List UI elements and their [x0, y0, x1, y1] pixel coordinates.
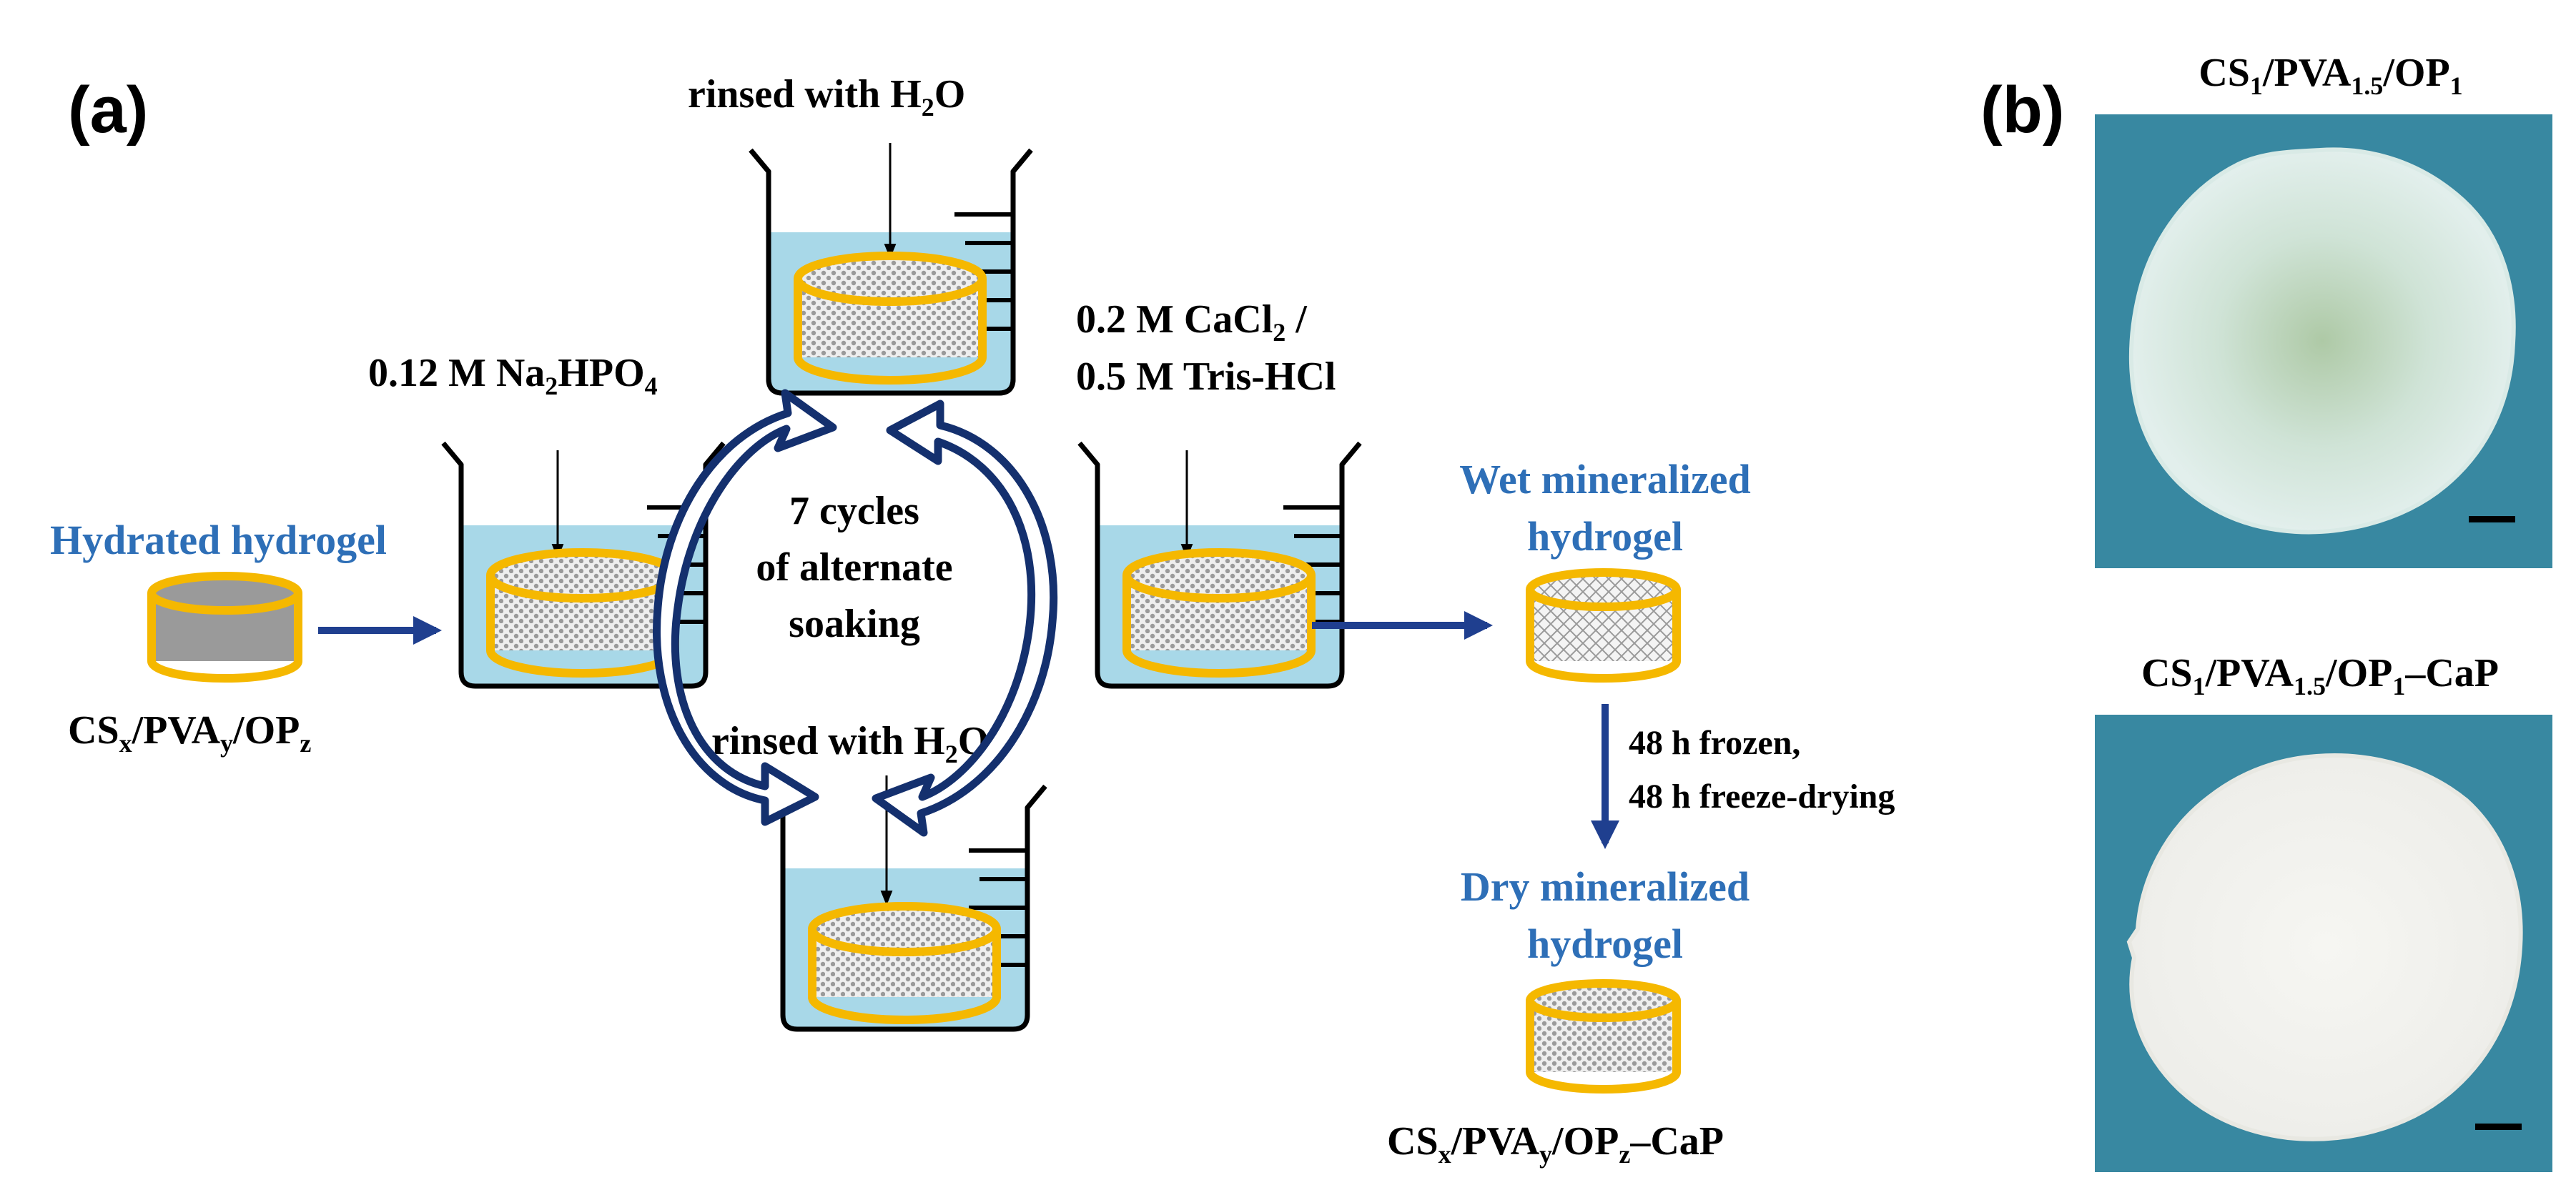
panel-a-label: (a)	[68, 74, 148, 147]
wet-label-2: hydrogel	[1527, 513, 1683, 560]
photo-bottom-title: CS1/PVA1.5/OP1–CaP	[2141, 651, 2499, 700]
sample-dotted	[794, 252, 987, 385]
start-formula: CSx/PVAy/OPz	[68, 708, 311, 758]
drying-label-2: 48 h freeze-drying	[1629, 778, 1895, 815]
panel-b-label: (b)	[1980, 74, 2064, 147]
sample-gray	[147, 572, 302, 683]
beaker-bottom	[763, 775, 1047, 1032]
photo-bottom	[2095, 715, 2552, 1172]
beaker-right	[1077, 441, 1362, 689]
hydrated-hydrogel-label: Hydrated hydrogel	[50, 517, 387, 563]
sample-dotted	[808, 902, 1001, 1024]
cycle-arrow-left	[653, 389, 837, 826]
hydrogel-disc-bottom	[2126, 753, 2523, 1141]
sample-dotted	[1122, 548, 1316, 678]
drying-label-1: 48 h frozen,	[1629, 724, 1800, 762]
calcium-label-line1: 0.2 M CaCl2 /	[1076, 297, 1308, 347]
cycles-label-3: soaking	[789, 602, 920, 646]
wet-label-1: Wet mineralized	[1459, 456, 1751, 502]
scale-bar-bottom	[2475, 1124, 2522, 1130]
cycle-arrow-right	[872, 400, 1058, 837]
sample-dotted-dry	[1526, 979, 1681, 1094]
beaker-top	[749, 143, 1033, 396]
photo-top-title: CS1/PVA1.5/OP1	[2199, 51, 2462, 100]
cycles-label-1: 7 cycles	[789, 489, 919, 533]
phosphate-label: 0.12 M Na2HPO4	[368, 351, 658, 400]
photo-top	[2095, 114, 2552, 568]
hydrogel-disc-top	[2128, 147, 2516, 535]
dry-label-1: Dry mineralized	[1461, 863, 1750, 910]
top-rinse-label: rinsed with H2O	[688, 72, 965, 122]
calcium-label-line2: 0.5 M Tris-HCl	[1076, 354, 1336, 399]
beaker-left	[441, 441, 726, 689]
dry-label-2: hydrogel	[1527, 921, 1683, 967]
bottom-rinse-label: rinsed with H2O	[711, 719, 989, 768]
scale-bar-top	[2469, 516, 2515, 522]
end-formula: CSx/PVAy/OPz–CaP	[1387, 1119, 1724, 1169]
sample-hatched	[1526, 568, 1681, 683]
cycles-label-2: of alternate	[756, 545, 952, 590]
